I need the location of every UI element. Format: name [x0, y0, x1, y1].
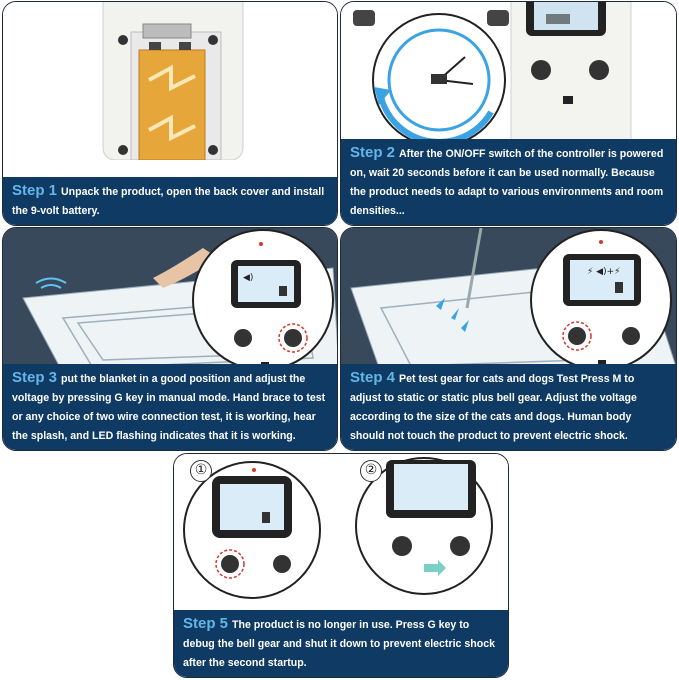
controller-button-icon: [531, 60, 551, 80]
highlight-ring: [562, 321, 592, 351]
marker-two-badge: ②: [360, 460, 382, 482]
clock-icon: [387, 28, 491, 132]
battery-icon: [615, 282, 623, 293]
svg-text:◀): ◀): [243, 273, 253, 283]
shutdown-graphic: [183, 457, 493, 599]
controller-button-icon: [221, 555, 239, 573]
screw-icon: [208, 35, 218, 45]
highlight-ring: [278, 323, 308, 353]
controller-screen: [570, 260, 634, 300]
controller-button-icon: [392, 536, 412, 556]
controller-screen: [238, 266, 294, 302]
battery-icon: [279, 286, 287, 296]
spark-icon: [451, 308, 459, 320]
controller-button-icon: [273, 555, 291, 573]
screw-icon: [118, 35, 128, 45]
svg-text:⚡ ◀)+⚡: ⚡ ◀)+⚡: [587, 267, 620, 277]
battery-icon: [262, 512, 270, 523]
screw-icon: [208, 145, 218, 155]
screw-icon: [118, 145, 128, 155]
step-4-text: Pet test gear for cats and dogs Test Pre…: [350, 373, 637, 442]
switch-icon: [424, 564, 438, 572]
wifi-icon: [40, 284, 62, 289]
highlight-ring: [215, 549, 245, 579]
controller-button-icon: [284, 329, 302, 347]
step-5-text: The product is no longer in use. Press G…: [183, 619, 495, 669]
controller-clock-graphic: [353, 2, 632, 163]
step-1-text: Unpack the product, open the back cover …: [12, 186, 325, 217]
switch-icon: [563, 96, 573, 104]
led-indicator: [252, 468, 256, 472]
battery-illustration: [3, 2, 337, 161]
step-3-text: put the blanket in a good position and a…: [12, 373, 326, 442]
controller-screen: [220, 484, 284, 530]
step-2-text: After the ON/OFF switch of the controlle…: [350, 148, 664, 217]
step-3-label: Step 3: [12, 369, 58, 386]
blanket-hand-illustration: ◀): [3, 228, 337, 374]
arrow-right-icon: [438, 560, 446, 576]
led-indicator: [599, 240, 603, 244]
hand-icon: [153, 248, 218, 288]
step-4-label: Step 4: [350, 369, 396, 386]
step-5-label: Step 5: [183, 615, 229, 632]
fork-test-illustration: ⚡ ◀)+⚡: [341, 228, 676, 374]
controller-button-icon: [589, 60, 609, 80]
blanket-test-graphic: ◀): [3, 228, 337, 374]
clock-illustration: [341, 2, 676, 163]
step-2-label: Step 2: [350, 144, 396, 161]
step-1-label: Step 1: [12, 182, 58, 199]
controller-button-icon: [568, 327, 586, 345]
led-indicator: [259, 242, 263, 246]
marker-one-badge: ①: [190, 460, 212, 482]
shutdown-illustration: ① ②: [174, 454, 508, 599]
battery-compartment-graphic: [102, 2, 244, 161]
controller-button-icon: [622, 327, 640, 345]
fork-icon: [465, 228, 483, 309]
fork-test-graphic: ⚡ ◀)+⚡: [341, 228, 676, 374]
controller-button-icon: [450, 536, 470, 556]
controller-button-icon: [234, 329, 252, 347]
